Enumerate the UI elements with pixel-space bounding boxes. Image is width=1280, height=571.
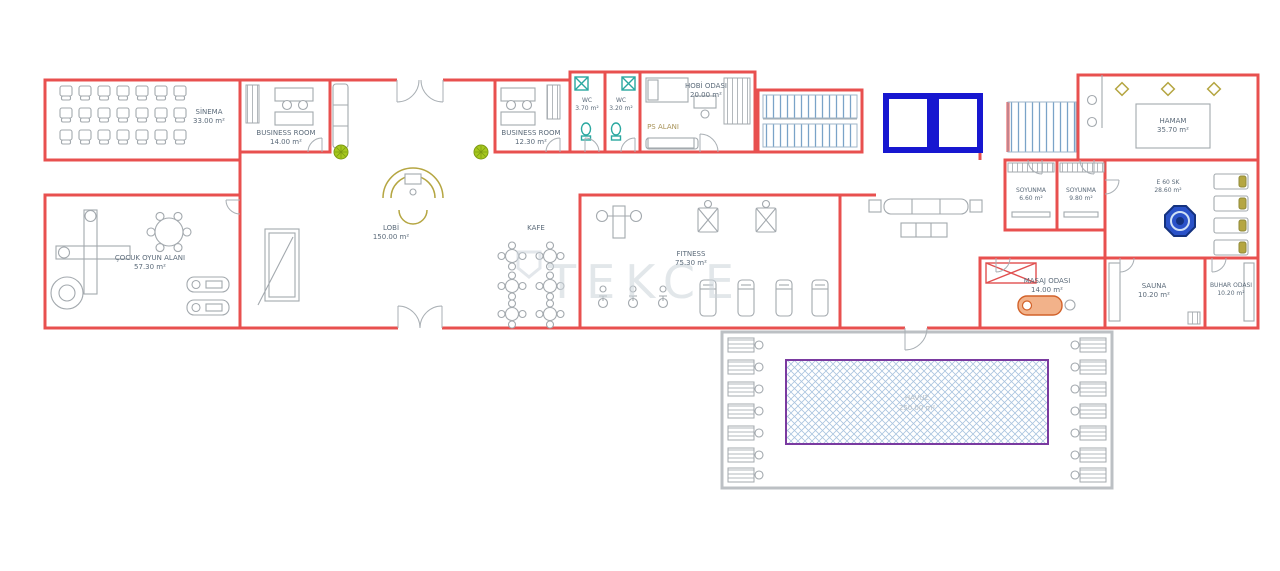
door-arcs bbox=[225, 79, 1227, 351]
label-sinema-name: SİNEMA bbox=[196, 107, 223, 116]
label-kafe-name: KAFE bbox=[527, 224, 545, 232]
label-jakuzi-area: 28.60 m² bbox=[1154, 187, 1182, 194]
label-buhar-name: BUHAR ODASI bbox=[1210, 282, 1252, 289]
label-business2-name: BUSINESS ROOM bbox=[501, 129, 560, 137]
label-fitness-area: 75.30 m² bbox=[675, 259, 707, 267]
billiard-table bbox=[257, 228, 300, 306]
jacuzzi bbox=[1164, 205, 1196, 237]
hobi-furniture bbox=[645, 77, 751, 150]
elevators bbox=[883, 93, 983, 153]
room-labels: SİNEMA 33.00 m² BUSINESS ROOM 14.00 m² B… bbox=[115, 81, 1252, 412]
label-lobi-area: 150.00 m² bbox=[373, 233, 410, 241]
room-hamam bbox=[1076, 73, 1260, 162]
label-fitness-name: FITNESS bbox=[677, 250, 706, 258]
label-hobi-name: HOBİ ODASI bbox=[685, 81, 727, 90]
gym-equipment bbox=[595, 199, 829, 317]
label-business1-name: BUSINESS ROOM bbox=[256, 129, 315, 137]
label-hamam-area: 35.70 m² bbox=[1157, 126, 1189, 134]
hamam-ornament-icon bbox=[1206, 81, 1222, 97]
label-business1-area: 14.00 m² bbox=[270, 138, 302, 146]
elevator-left bbox=[883, 93, 933, 153]
label-soyunma1-name: SOYUNMA bbox=[1016, 187, 1047, 194]
label-wc1-name: WC bbox=[582, 97, 592, 104]
cinema-seats bbox=[59, 85, 187, 145]
label-sinema-area: 33.00 m² bbox=[193, 117, 225, 125]
label-soyunma2-name: SOYUNMA bbox=[1066, 187, 1097, 194]
buhar-bench bbox=[1243, 262, 1255, 322]
label-buhar-area: 10.20 m² bbox=[1217, 290, 1245, 297]
label-lobi-name: LOBİ bbox=[383, 223, 399, 232]
label-wc2-area: 3.20 m² bbox=[609, 105, 633, 112]
label-hamam-name: HAMAM bbox=[1160, 117, 1187, 125]
label-cocuk-area: 57.30 m² bbox=[134, 263, 166, 271]
watermark-shield-icon bbox=[516, 250, 542, 279]
stairwell-1 bbox=[762, 94, 858, 148]
cocuk-play-furniture bbox=[50, 209, 230, 316]
masaj-furniture bbox=[985, 262, 1076, 316]
hamam-ornament-icon bbox=[1160, 81, 1176, 97]
label-ps-alani: PS ALANI bbox=[647, 123, 679, 131]
lounge-sofa-set bbox=[868, 198, 983, 238]
label-havuz-name: HAVUZ bbox=[905, 394, 929, 402]
business-room-1-furniture bbox=[245, 84, 314, 126]
label-soyunma2-area: 9.80 m² bbox=[1069, 195, 1093, 202]
label-soyunma1-area: 6.60 m² bbox=[1019, 195, 1043, 202]
tv-console bbox=[647, 137, 695, 149]
label-business2-area: 12.30 m² bbox=[515, 138, 547, 146]
label-hobi-area: 20.00 m² bbox=[690, 91, 722, 99]
sauna-heater bbox=[1187, 311, 1201, 325]
hamam-gobek-tasi bbox=[1135, 103, 1211, 149]
wc-fixtures bbox=[574, 76, 636, 141]
plant-icon bbox=[333, 144, 349, 160]
room-cocuk bbox=[43, 193, 242, 330]
ball-pit bbox=[50, 276, 84, 310]
label-jakuzi-name: E 60 SK bbox=[1157, 179, 1181, 186]
room-buhar bbox=[1203, 256, 1260, 330]
label-sauna-name: SAUNA bbox=[1142, 282, 1167, 290]
hamam-ornament-icon bbox=[1114, 81, 1130, 97]
lobby-sofa bbox=[332, 83, 349, 149]
label-masaj-name: MASAJ ODASI bbox=[1024, 277, 1071, 285]
massage-table bbox=[1017, 295, 1063, 316]
label-sauna-area: 10.20 m² bbox=[1138, 291, 1170, 299]
reception-desk bbox=[382, 167, 444, 225]
business-room-2-furniture bbox=[500, 84, 561, 126]
sauna-benches bbox=[1108, 262, 1201, 325]
bench-press bbox=[612, 205, 626, 239]
swimming-pool bbox=[785, 359, 1049, 445]
watermark-text: TEKCE bbox=[547, 255, 744, 309]
plant-icon bbox=[473, 144, 489, 160]
label-wc2-name: WC bbox=[616, 97, 626, 104]
label-cocuk-name: ÇOCUK OYUN ALANI bbox=[115, 254, 185, 262]
watermark: TEKCE bbox=[516, 250, 744, 309]
stairwell-2 bbox=[1007, 101, 1077, 153]
elevator-right bbox=[933, 93, 983, 153]
label-masaj-area: 14.00 m² bbox=[1031, 286, 1063, 294]
label-havuz-area: 250.00 m² bbox=[899, 404, 936, 412]
label-wc1-area: 3.70 m² bbox=[575, 105, 599, 112]
hamam-furniture bbox=[1086, 75, 1222, 149]
pool-terrace bbox=[720, 330, 1114, 490]
